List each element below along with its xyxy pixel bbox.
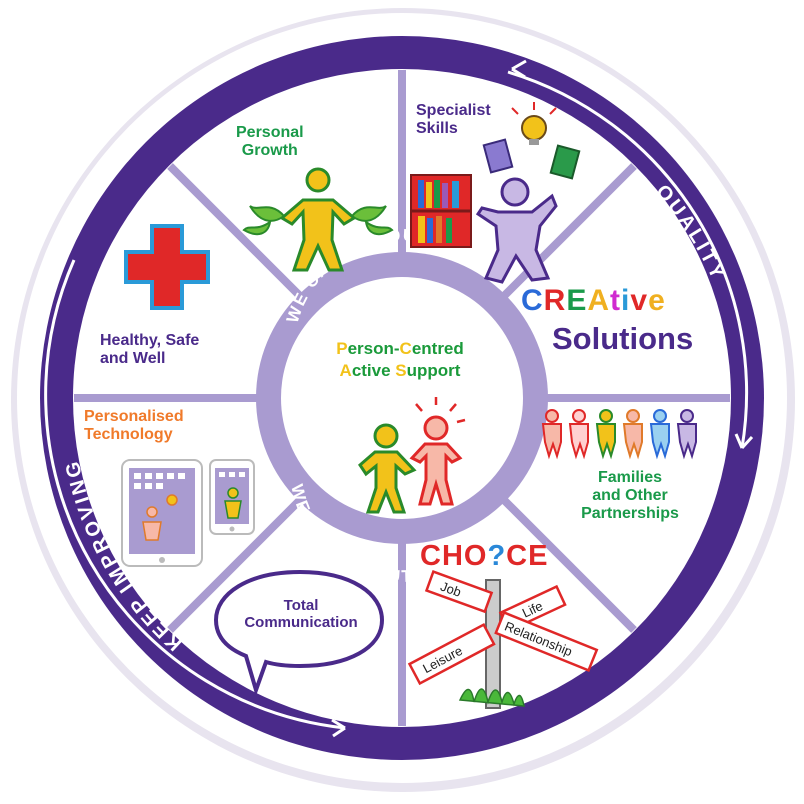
families-label: Families and Other Partnerships (581, 469, 679, 522)
person-centred-title: Person-Centred Active Support (336, 339, 464, 381)
creative-label: CREAtive (521, 284, 666, 317)
speech-bubble-icon (213, 569, 385, 697)
tablet-icon (121, 459, 203, 567)
personal-growth-label: Personal Growth (236, 124, 304, 159)
families-paper-chain-icon (541, 409, 697, 460)
improve-arc-line (44, 259, 346, 730)
quality-arrowtail (511, 59, 527, 79)
specialist-figure-icon (475, 177, 558, 284)
total-communication-label: Total Communication (244, 597, 358, 631)
segment-dividers (74, 70, 730, 726)
quality-arrowhead (734, 433, 754, 450)
healthy-safe-well-label: Healthy, Safe and Well (100, 332, 200, 367)
signpost-job-label: Job (438, 579, 463, 600)
specialist-skills-label: Specialist Skills (416, 102, 491, 137)
center-hub-disc (281, 277, 523, 519)
improve-arrowhead (331, 718, 346, 738)
phone-icon (209, 459, 255, 535)
red-cross-icon (124, 224, 210, 310)
signpost-icon: Job Life Leisure Relationship (407, 570, 599, 709)
center-figures-icon (358, 397, 466, 514)
lightbulb-icon (511, 102, 557, 145)
personalised-technology-label: Personalised Technology (84, 408, 184, 443)
choice-label: CHO?CE (420, 540, 549, 572)
personal-growth-figure-icon (242, 167, 394, 272)
bookshelf-icon (410, 174, 472, 248)
floating-books-icon (482, 138, 581, 180)
solutions-label: Solutions (552, 321, 694, 356)
quality-arc-line (507, 70, 749, 449)
